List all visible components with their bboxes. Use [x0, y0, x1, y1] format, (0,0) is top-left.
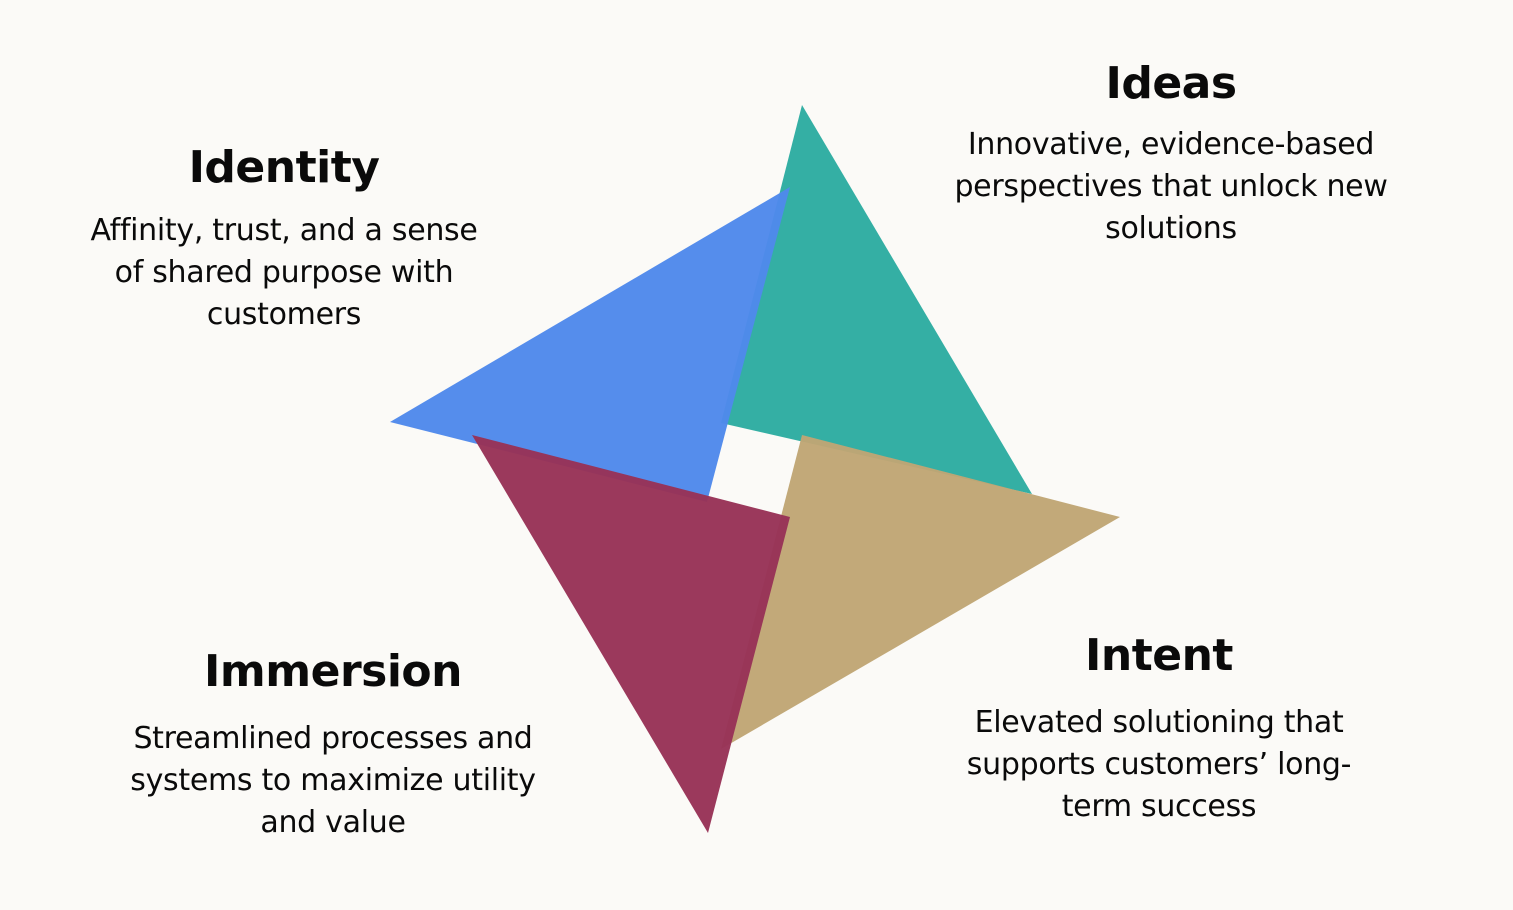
intent-block: Intent Elevated solutioning that support…	[900, 630, 1418, 828]
identity-line-3: customers	[206, 297, 362, 332]
ideas-description: Innovative, evidence-based perspectives …	[895, 124, 1447, 250]
intent-line-2: supports customers’ long-	[966, 747, 1352, 782]
ideas-block: Ideas Innovative, evidence-based perspec…	[895, 58, 1447, 250]
ideas-title: Ideas	[1105, 58, 1237, 109]
identity-description: Affinity, trust, and a sense of shared p…	[40, 210, 528, 336]
immersion-title: Immersion	[204, 646, 462, 697]
immersion-triangle	[472, 435, 790, 833]
ideas-triangle	[721, 105, 1032, 494]
intent-line-1: Elevated solutioning that	[974, 705, 1344, 740]
immersion-block: Immersion Streamlined processes and syst…	[70, 646, 596, 844]
identity-title: Identity	[188, 142, 380, 193]
immersion-line-2: systems to maximize utility	[130, 763, 536, 798]
identity-block: Identity Affinity, trust, and a sense of…	[40, 142, 528, 336]
immersion-line-1: Streamlined processes and	[133, 721, 533, 756]
identity-triangle	[390, 187, 790, 502]
intent-triangle	[721, 435, 1120, 749]
intent-description: Elevated solutioning that supports custo…	[900, 702, 1418, 828]
identity-line-1: Affinity, trust, and a sense	[90, 213, 478, 248]
identity-line-2: of shared purpose with	[114, 255, 454, 290]
ideas-line-1: Innovative, evidence-based	[967, 127, 1375, 162]
ideas-line-3: solutions	[1105, 211, 1237, 246]
intent-line-3: term success	[1061, 789, 1257, 824]
ideas-line-2: perspectives that unlock new	[954, 169, 1388, 204]
immersion-line-3: and value	[260, 805, 406, 840]
immersion-description: Streamlined processes and systems to max…	[70, 718, 596, 844]
intent-title: Intent	[1085, 630, 1233, 681]
